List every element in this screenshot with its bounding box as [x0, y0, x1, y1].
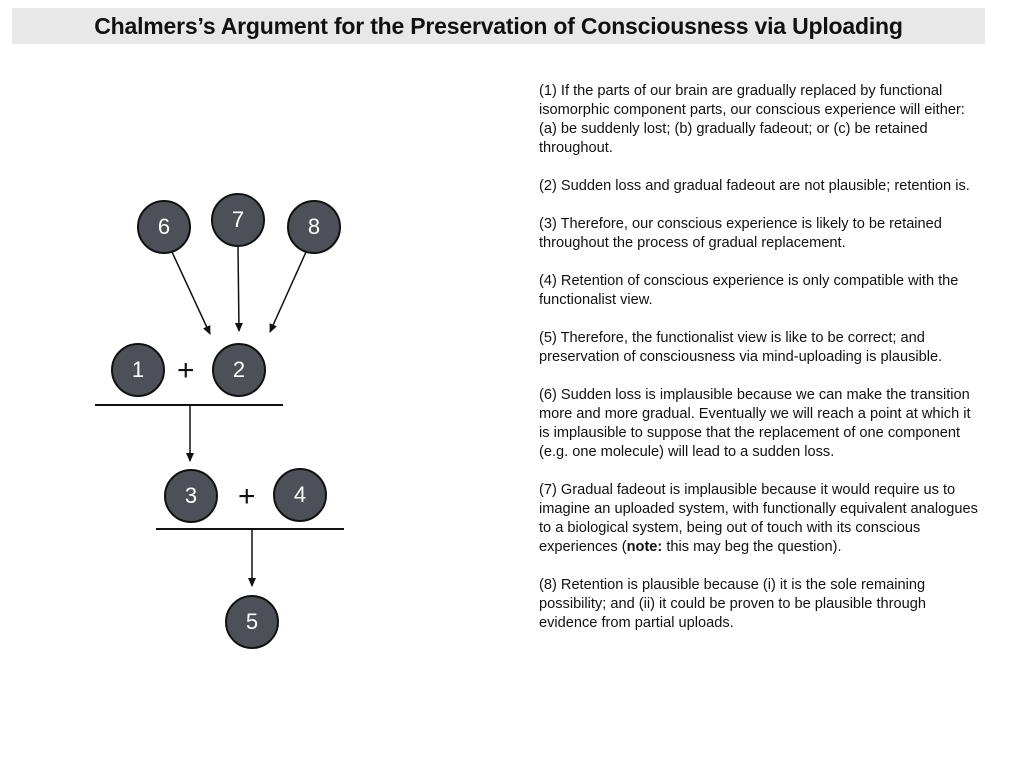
premise-node-7: 7: [211, 193, 265, 247]
note-label: note:: [626, 539, 663, 555]
premise-text-1: (1) If the parts of our brain are gradua…: [539, 82, 979, 158]
arrow-8-to-2: [269, 251, 307, 333]
premise-body: Therefore, the functionalist view is lik…: [539, 330, 943, 365]
arrow-6-to-2: [171, 251, 211, 335]
premise-node-1: 1: [111, 343, 165, 397]
premise-text-8: (8) Retention is plausible because (i) i…: [539, 576, 979, 633]
plus-sign-1: +: [177, 354, 195, 387]
premise-node-3: 3: [164, 469, 218, 523]
premise-label: (7): [539, 482, 557, 498]
premise-body: If the parts of our brain are gradually …: [539, 83, 965, 156]
conclusion-node-5: 5: [225, 595, 279, 649]
diagram-connectors: [95, 246, 344, 587]
premise-body: Therefore, our conscious experience is l…: [539, 216, 942, 251]
premise-label: (4): [539, 273, 557, 289]
premise-node-2: 2: [212, 343, 266, 397]
premise-body-before: Gradual fadeout is implausible because i…: [539, 482, 978, 555]
title-bar: Chalmers’s Argument for the Preservation…: [12, 8, 985, 44]
premise-body: Retention of conscious experience is onl…: [539, 273, 959, 308]
premise-text-4: (4) Retention of conscious experience is…: [539, 272, 979, 310]
premise-label: (3): [539, 216, 557, 232]
premise-text-5: (5) Therefore, the functionalist view is…: [539, 329, 979, 367]
plus-sign-2: +: [238, 480, 256, 513]
premise-label: (6): [539, 387, 557, 403]
premise-text-2: (2) Sudden loss and gradual fadeout are …: [539, 177, 979, 196]
premise-node-6: 6: [137, 200, 191, 254]
premise-label: (5): [539, 330, 557, 346]
premise-body: Sudden loss is implausible because we ca…: [539, 387, 971, 460]
premise-text-7: (7) Gradual fadeout is implausible becau…: [539, 481, 979, 557]
premise-body: Retention is plausible because (i) it is…: [539, 577, 926, 631]
premise-node-8: 8: [287, 200, 341, 254]
arrow-7-to-2: [234, 246, 243, 332]
premise-label: (8): [539, 577, 557, 593]
premise-body: Sudden loss and gradual fadeout are not …: [560, 178, 970, 194]
premise-text-6: (6) Sudden loss is implausible because w…: [539, 386, 979, 462]
argument-diagram: 6 7 8 1 + 2 3 + 4 5: [95, 193, 344, 649]
premise-text-3: (3) Therefore, our conscious experience …: [539, 215, 979, 253]
premise-label: (2): [539, 178, 557, 194]
premise-label: (1): [539, 83, 557, 99]
premise-node-4: 4: [273, 468, 327, 522]
premises-text-panel: (1) If the parts of our brain are gradua…: [539, 82, 979, 652]
premise-body-after: this may beg the question).: [662, 539, 842, 555]
page-title: Chalmers’s Argument for the Preservation…: [94, 12, 903, 39]
